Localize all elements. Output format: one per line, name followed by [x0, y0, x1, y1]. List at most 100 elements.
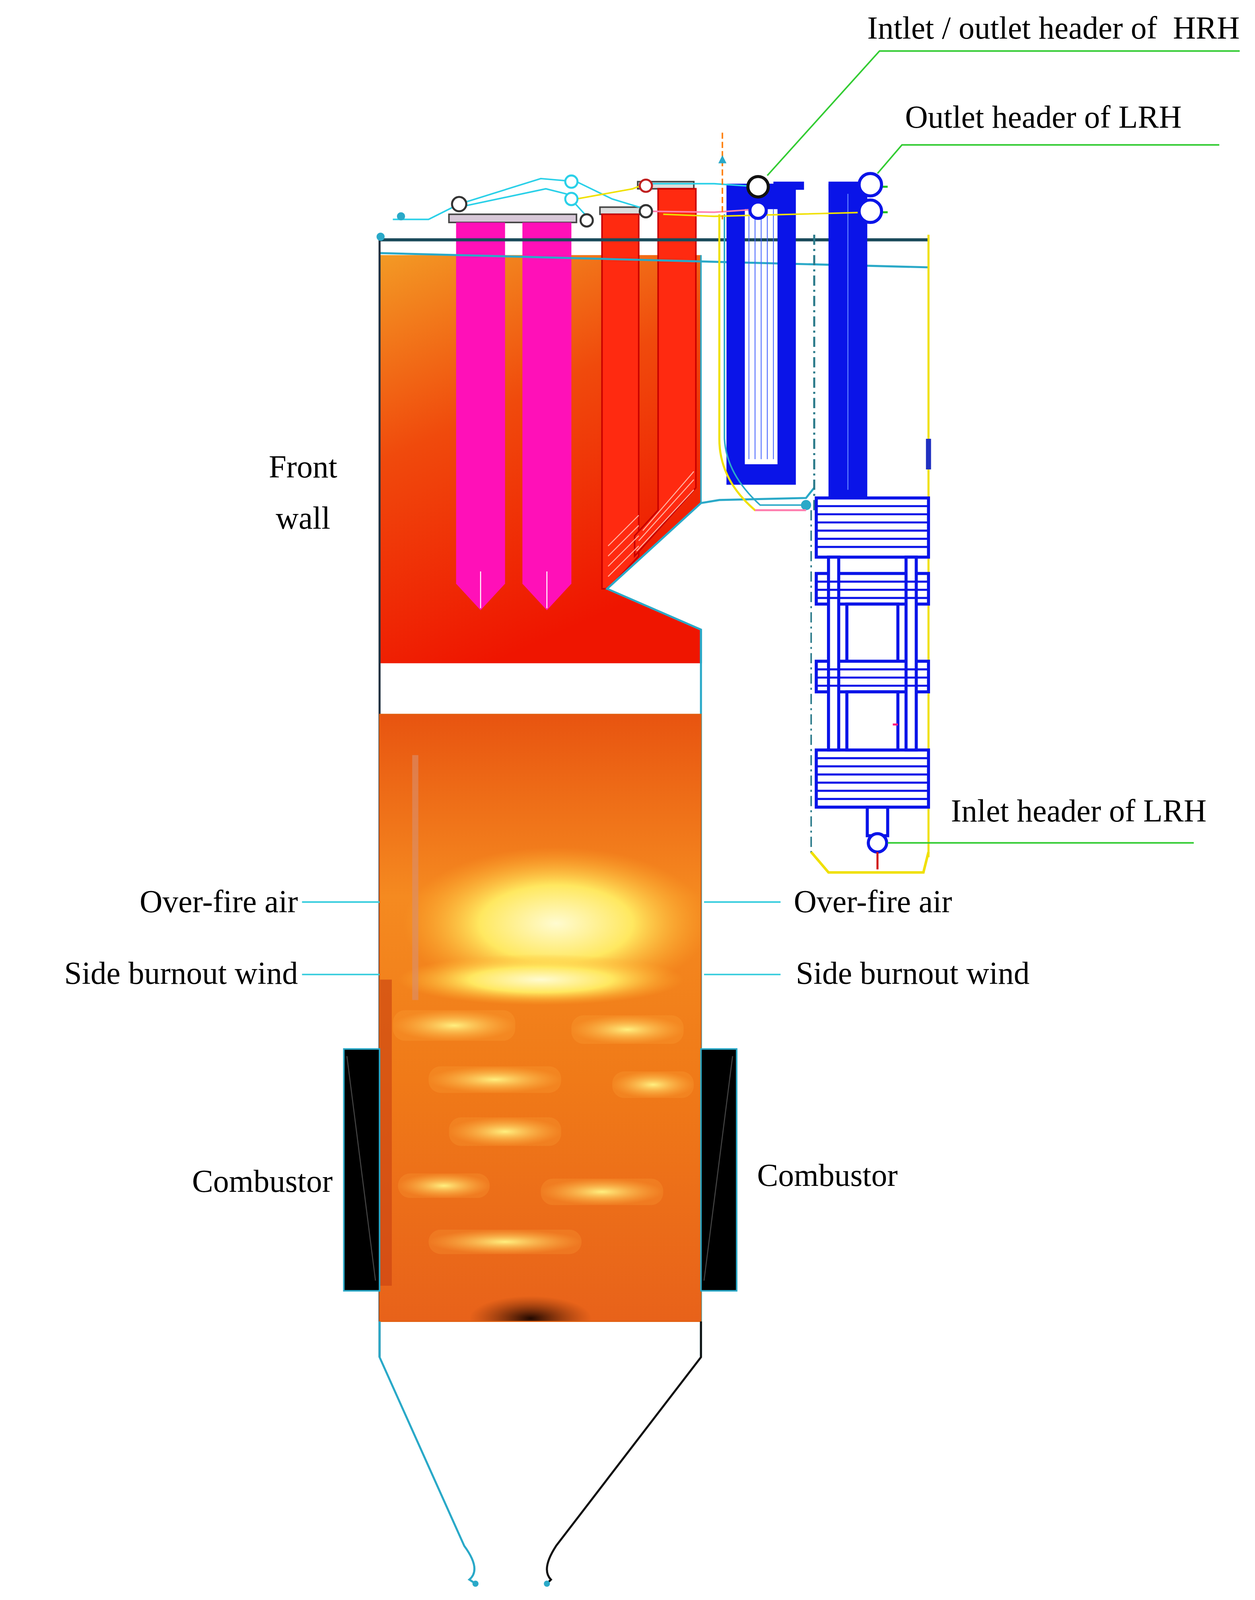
lrh-outlet-header	[859, 173, 882, 196]
panel-line	[546, 571, 548, 608]
low-temp-reheater	[816, 183, 929, 870]
flue-floor	[700, 487, 815, 503]
inlet-header	[868, 833, 887, 853]
leader-line	[301, 901, 380, 903]
flame-band	[449, 1117, 562, 1147]
pipe	[724, 214, 806, 506]
header-circle	[565, 175, 578, 188]
ash-pit	[469, 1295, 592, 1322]
pipe	[876, 852, 879, 870]
header-circle	[396, 212, 406, 221]
leader-line	[887, 842, 1195, 844]
tube-loop	[846, 691, 898, 750]
header-circle	[565, 192, 578, 206]
callout-label: Side burnout wind	[795, 955, 1030, 992]
pipe	[459, 188, 587, 217]
furnace-nose	[607, 503, 701, 630]
reheater-panel	[726, 183, 796, 485]
pipe	[576, 183, 646, 199]
flame-band	[393, 1009, 516, 1041]
headers	[376, 132, 888, 241]
flame-band	[428, 1066, 561, 1093]
header-circle	[580, 214, 594, 227]
pipe	[645, 183, 759, 187]
back-pass-wall	[813, 234, 816, 511]
callout-label: Over-fire air	[139, 883, 298, 921]
header-circle	[376, 232, 385, 242]
combustor-box	[700, 1048, 737, 1291]
callout-label: Combustor	[756, 1157, 898, 1194]
flame-band	[397, 1173, 490, 1199]
tube-connector	[828, 557, 839, 751]
hopper-wall	[379, 1321, 476, 1584]
tube-loop	[846, 604, 898, 662]
panel-line	[480, 571, 482, 608]
header-circle	[639, 205, 652, 218]
header-bar	[449, 214, 577, 223]
tube-lines	[749, 209, 774, 460]
header-bar	[773, 181, 804, 191]
vent-arrow	[718, 155, 727, 164]
pipe	[754, 509, 806, 512]
leader-line	[704, 973, 781, 976]
hopper-wall	[546, 1321, 701, 1584]
wall-mark	[926, 438, 932, 470]
tube-lines	[816, 505, 929, 799]
callout-label: Front wall	[254, 441, 351, 545]
probe	[412, 754, 419, 1001]
high-temp-reheater	[719, 183, 812, 511]
header-bar	[828, 181, 860, 191]
reheater-riser	[828, 183, 868, 501]
back-pass-wall	[810, 510, 812, 858]
center-line	[721, 132, 724, 220]
leader-line	[301, 973, 380, 976]
superheater-panel	[634, 188, 696, 557]
inlet-pipe	[867, 807, 888, 836]
back-pass-hopper	[811, 852, 929, 873]
combustor-boxes	[343, 1048, 737, 1291]
nose-outline	[607, 503, 701, 664]
hopper-end	[472, 1580, 479, 1587]
combustor-box	[343, 1048, 380, 1291]
pipe	[719, 214, 786, 511]
callout-label: Outlet header of LRH	[904, 99, 1182, 136]
callout-label: Intlet / outlet header of HRH	[867, 10, 1240, 47]
platen-panel	[522, 222, 572, 611]
hrh-header	[749, 202, 767, 219]
flame-band	[540, 1178, 664, 1206]
marker	[892, 723, 898, 726]
fire-ground	[379, 714, 701, 1322]
pipe	[459, 178, 646, 210]
callout-label: Combustor	[192, 1163, 333, 1200]
leader-line	[877, 144, 1220, 174]
tube-connector	[906, 557, 917, 751]
hopper-end	[543, 1580, 550, 1587]
leader-lines	[301, 50, 1240, 975]
hrh-header	[747, 176, 769, 197]
leader-line	[704, 901, 781, 903]
combustor-detail	[346, 1056, 376, 1281]
flame-band	[571, 1015, 684, 1044]
combustion-zone	[379, 714, 701, 1322]
wall-shadow	[379, 979, 392, 1286]
pipe-end	[801, 500, 812, 511]
callout-label: Inlet header of LRH	[951, 792, 1207, 830]
combustor-detail	[704, 1056, 733, 1281]
pipe	[645, 209, 759, 213]
platen-panel	[456, 222, 506, 611]
rear-wall-line	[700, 254, 702, 503]
flame-band	[428, 1229, 582, 1255]
platen-superheater	[449, 214, 577, 611]
superheater-panel	[601, 214, 639, 589]
callout-label: Side burnout wind	[64, 955, 298, 992]
ash-hopper	[379, 1321, 701, 1587]
flame-band	[612, 1071, 694, 1098]
leader-line	[767, 50, 1240, 176]
header-bar	[599, 207, 641, 215]
tube-lines	[847, 193, 849, 490]
flame	[397, 953, 684, 1005]
header-circle	[639, 179, 652, 192]
header-circle	[451, 196, 467, 212]
callout-label: Over-fire air	[793, 883, 953, 921]
